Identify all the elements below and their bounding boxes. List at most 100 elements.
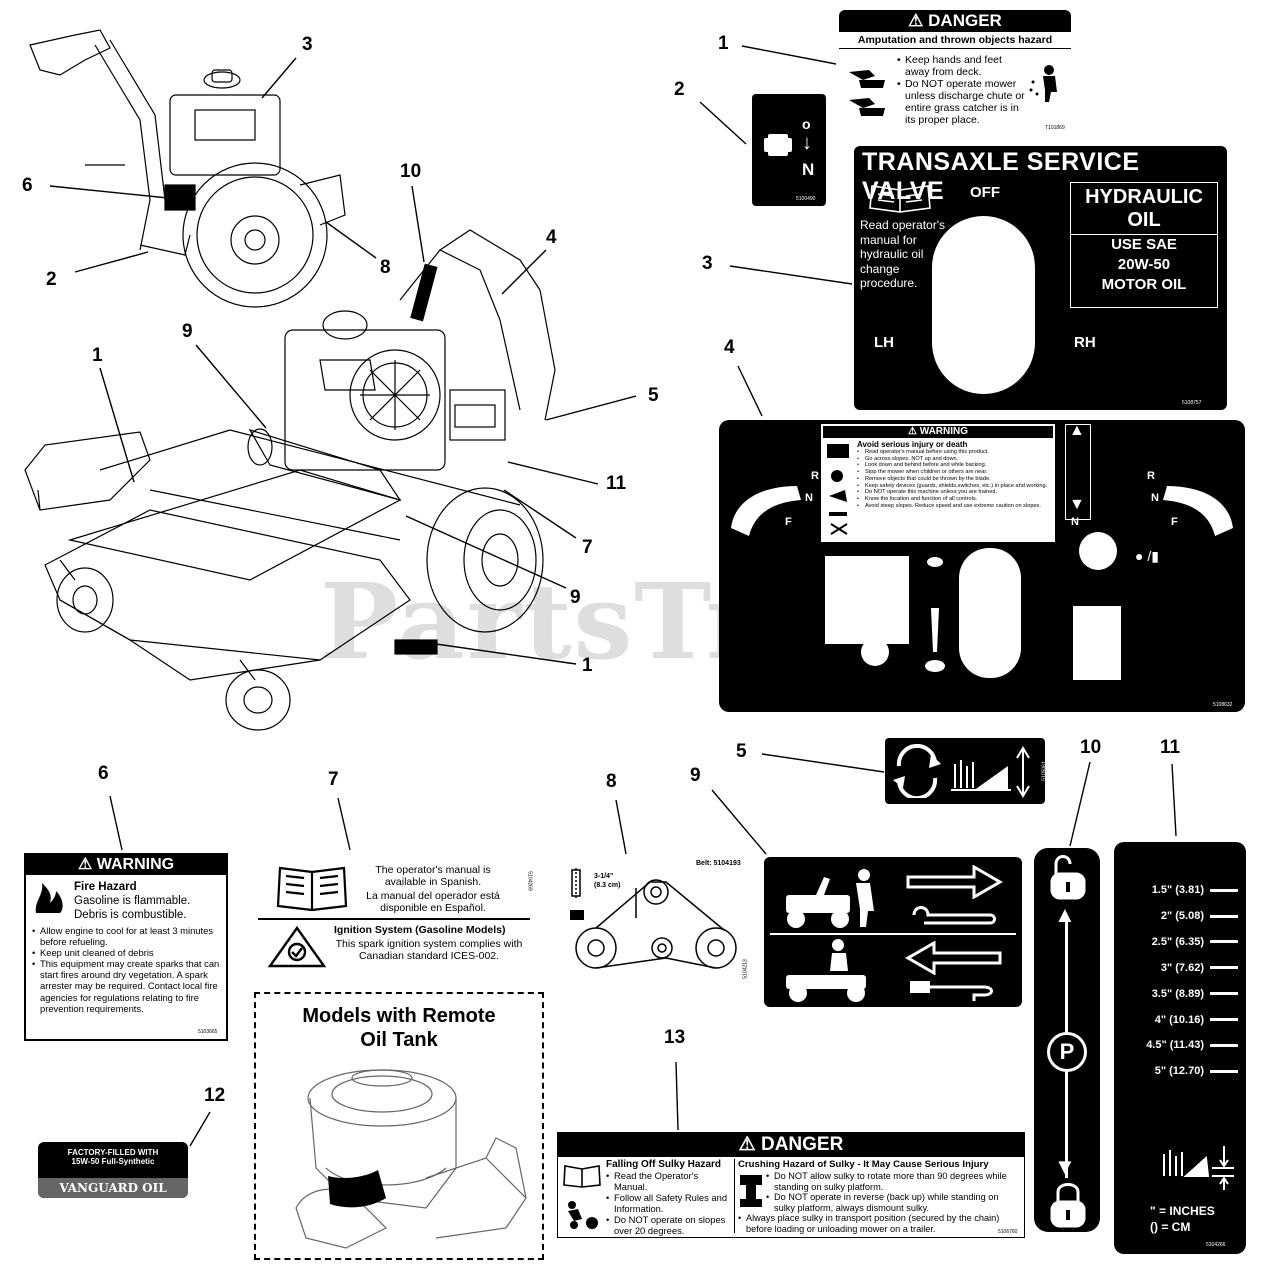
panel-n-label: N [1071,516,1079,528]
grass-height-icon [951,746,1030,798]
read-manual-text: Read operator's manual for hydraulic oil… [860,218,946,290]
callout-10-main: 10 [400,161,422,182]
decal-part-number: 5104213 [742,959,749,979]
decal9-divider [770,933,1016,935]
panel-item: Go across slopes, NOT up and down. [857,456,1053,463]
spring-measure: 3-1/4" (8.3 cm) [594,873,621,889]
height-mark: 5" (12.70) [1114,1059,1238,1085]
height-mark: 1.5" (3.81) [1114,878,1238,904]
key-icon: ● /▮ [1135,548,1159,564]
warning-triangle-icon: ⚠ [907,426,917,437]
height-mark-label: 2.5" (6.35) [1151,935,1204,948]
callout-7-main: 7 [582,537,593,558]
decal-control-panel: ⚠ WARNING Avoid serious injury or death … [719,420,1245,712]
fire-line-2: Debris is combustible. [74,909,187,921]
callout-12: 12 [204,1085,226,1106]
ignition-key-hole [1079,532,1117,570]
panel-item: Keep safety devices (guards, shields,swi… [857,483,1053,490]
callout-1-main-b: 1 [582,655,593,676]
panel-items: Read operator's manual before using this… [821,449,1055,509]
decal-park-brake: ▲ ▼ P [1034,848,1100,1232]
fire-item: This equipment may create sparks that ca… [32,958,222,1013]
warning-triangle-icon: ⚠ [738,1134,756,1155]
height-mark: 2" (5.08) [1114,904,1238,930]
height-tick [1210,966,1238,970]
sulky-danger-label: DANGER [760,1134,844,1155]
isometric-mower [24,229,556,731]
arrow-left-icon [904,941,1002,975]
callout-10: 10 [1080,737,1102,758]
leader-10 [1069,761,1091,847]
leader-5 [761,753,885,773]
danger-subtitle: Amputation and thrown objects hazard [839,32,1071,49]
callout-3: 3 [702,253,713,274]
height-mark: 3.5" (8.89) [1114,982,1238,1008]
callout-6-main: 6 [22,175,33,196]
height-tick [1210,914,1238,918]
sulky-left-items: Read the Operator's Manual. Follow all S… [606,1170,734,1236]
vanguard-brand: VANGUARD OIL [38,1178,188,1198]
leader-1 [741,45,837,65]
decal-part-number: 5104266 [1206,1242,1226,1248]
manual-english: The operator's manual is available in Sp… [375,864,491,888]
height-mark: 4" (10.16) [1114,1008,1238,1034]
cutout-circle [861,638,889,666]
height-tick [1210,992,1238,996]
decal-height-scale: 1.5" (3.81) 2" (5.08) 2.5" (6.35) 3" (7.… [1114,842,1246,1254]
height-mark: 3" (7.62) [1114,956,1238,982]
tractor-icon [764,134,792,156]
leader-4 [737,365,763,417]
leader-11 [1171,763,1177,837]
lock-icon [1050,1183,1086,1228]
leader-13 [675,1061,679,1131]
panel-heading: Avoid serious injury or death [857,440,968,449]
left-lever-icon [731,486,801,536]
oil-tank-illustration [295,1069,527,1249]
panel-item: Know the location and function of all co… [857,496,1053,503]
sulky-left-title: Falling Off Sulky Hazard [606,1159,722,1170]
callout-3-main: 3 [302,34,313,55]
height-tick [1210,1044,1238,1048]
rh-label: RH [1074,334,1096,351]
legend-cm: () = CM [1150,1220,1191,1234]
hydraulic-oil-title: HYDRAULIC OIL [1071,183,1217,235]
ignition-title: Ignition System (Gasoline Models) [334,924,506,936]
mower-illustration [24,29,556,731]
legend-inches: " = INCHES [1150,1204,1215,1218]
height-mark-label: 4" (10.16) [1154,1013,1204,1026]
callout-2: 2 [674,79,685,100]
oil-spec-line2: 20W-50 [1117,256,1171,273]
arrow-up-icon: ▲ [1054,902,1076,927]
rabbit-turtle-icon [925,557,945,672]
panel-warning-label: WARNING [919,426,969,437]
leader-9 [711,789,767,855]
fire-warning-label: WARNING [96,856,175,873]
callout-1-main-a: 1 [92,345,103,366]
callout-13: 13 [664,1027,686,1048]
callout-5-main: 5 [648,385,659,406]
fire-items: Allow engine to cool for at least 3 minu… [32,925,222,1014]
oil-line-1: FACTORY-FILLED WITH [67,1148,159,1157]
danger-header: ⚠ DANGER [839,10,1071,32]
neutral-arrow-bar [1065,424,1091,520]
height-mark-label: 3.5" (8.89) [1151,987,1204,1000]
callout-11-main: 11 [606,473,627,494]
arrow-up-icon: ▲ [1069,422,1085,439]
decal-part-number: 5108757 [1182,400,1202,406]
danger-label: DANGER [928,11,1002,30]
callout-11: 11 [1160,737,1181,758]
height-mark-label: 5" (12.70) [1154,1065,1204,1078]
sulky-left-item: Follow all Safety Rules and Information. [606,1192,734,1215]
panel-item: Stop the mower when children or others a… [857,469,1053,476]
control-bar-right-icon [912,906,996,925]
height-mark-label: 2" (5.08) [1160,909,1204,922]
control-bar-left-icon [910,981,993,1001]
decal-forward-reverse [764,857,1022,1007]
panel-item: Read operator's manual before using this… [857,449,1053,456]
valve-oval [932,216,1035,394]
arrow-down-icon: ▼ [1054,1154,1076,1179]
warning-triangle-icon: ⚠ [908,11,924,30]
warning-triangle-icon: ⚠ [77,856,93,873]
decal-height-adjust: 5105061 [885,738,1048,804]
